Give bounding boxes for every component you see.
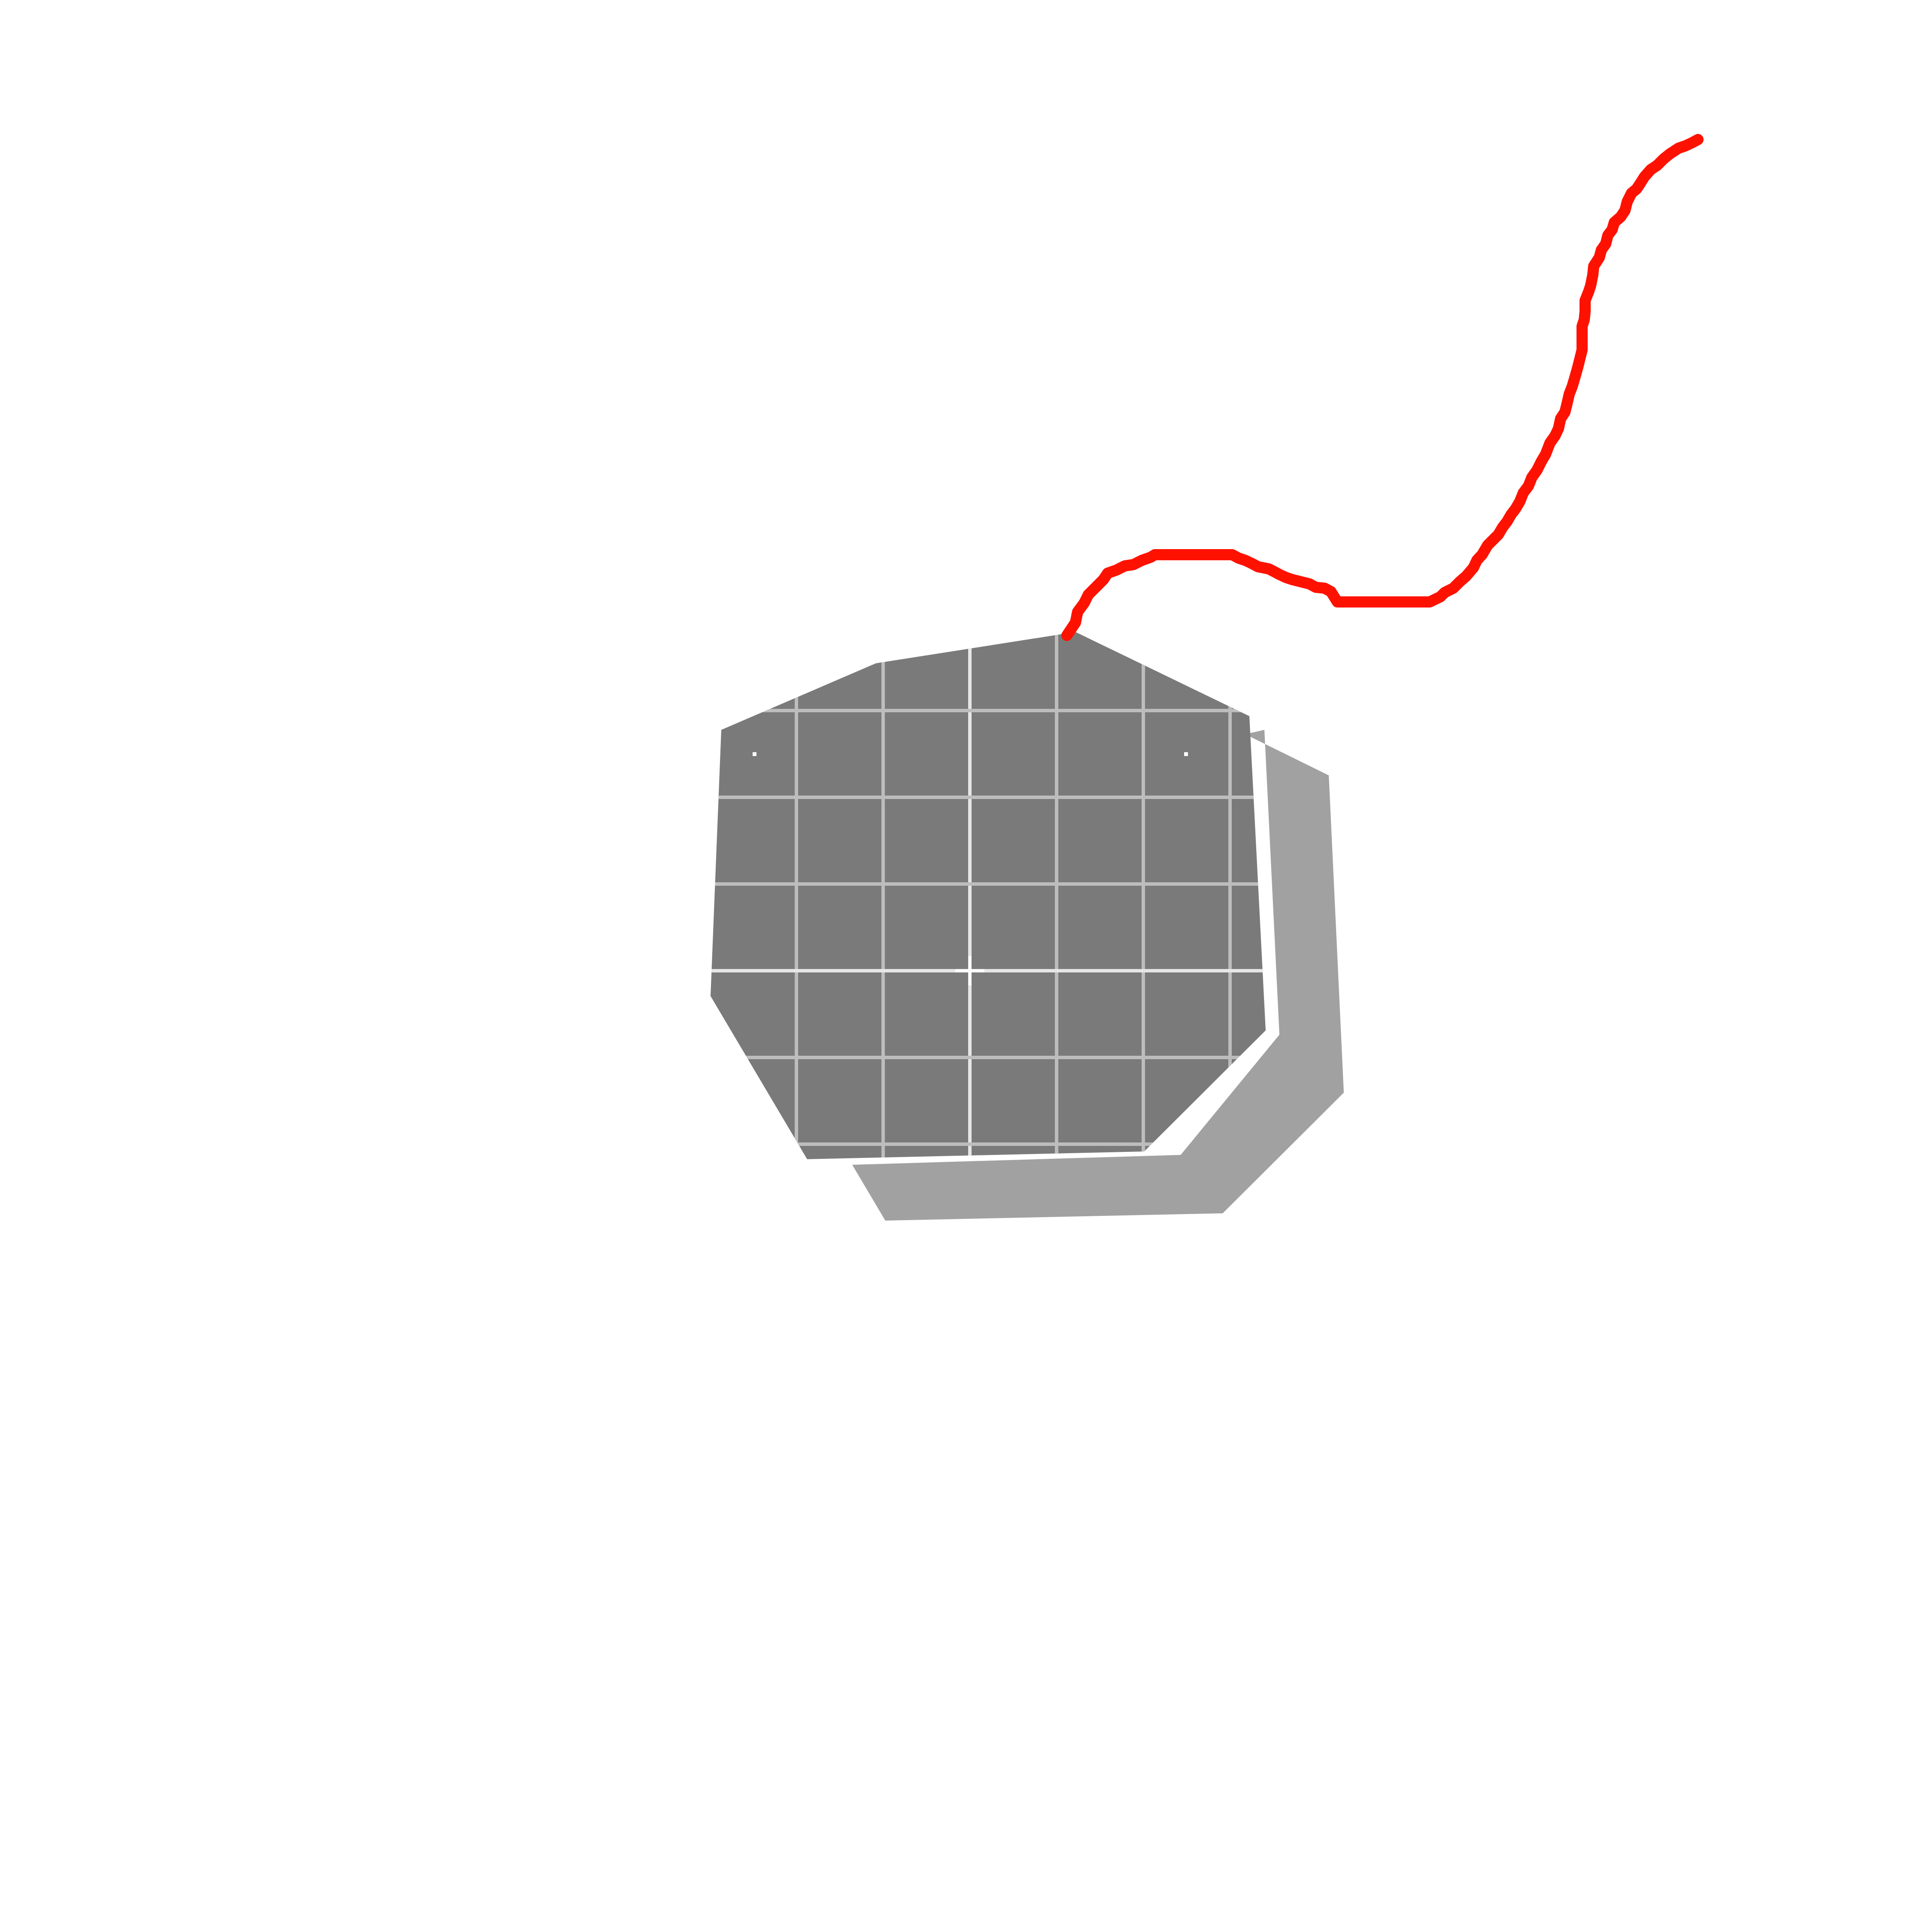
- shape-shadow: [852, 730, 1344, 1221]
- crosshair-icon[interactable]: [955, 956, 984, 985]
- corner-dot-icon[interactable]: [1184, 752, 1188, 756]
- selected-shape[interactable]: [711, 632, 1266, 1159]
- red-freehand-stroke[interactable]: [1061, 134, 1704, 641]
- corner-dot-icon[interactable]: [753, 752, 756, 756]
